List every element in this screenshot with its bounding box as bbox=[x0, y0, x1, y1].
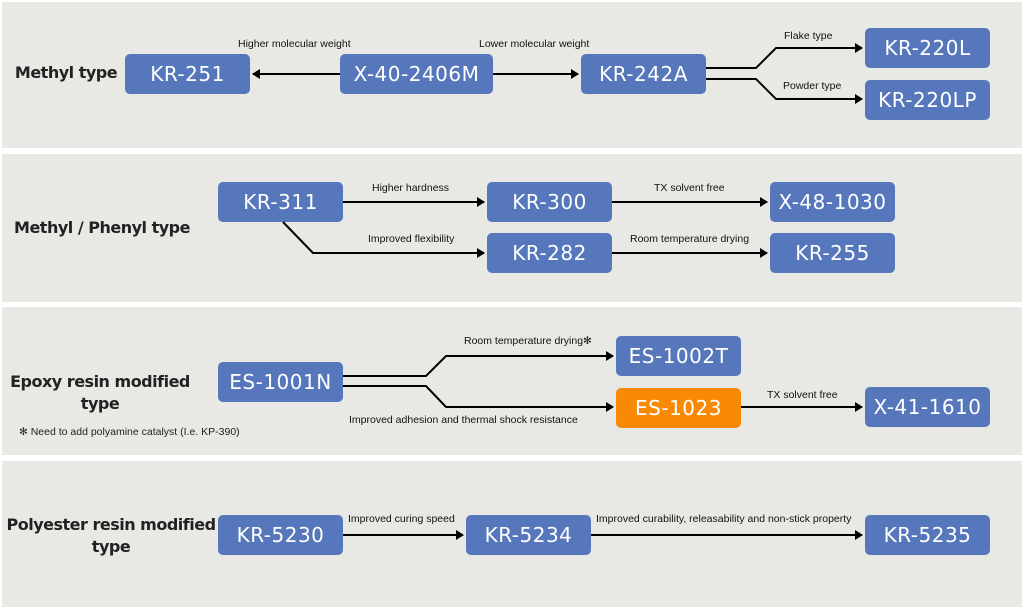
transition-label: TX solvent free bbox=[654, 182, 725, 194]
transition-label: Room temperature drying bbox=[630, 233, 750, 245]
transition-label: Lower molecular weight bbox=[479, 38, 590, 50]
section-methyl-phenyl bbox=[2, 154, 1022, 302]
product-box[interactable]: KR-251 bbox=[125, 54, 250, 94]
product-box[interactable]: KR-220L bbox=[865, 28, 990, 68]
transition-label: Powder type bbox=[783, 80, 842, 92]
transition-label: TX solvent free bbox=[767, 389, 838, 401]
product-box[interactable]: X-48-1030 bbox=[770, 182, 895, 222]
product-box[interactable]: KR-242A bbox=[581, 54, 706, 94]
product-box[interactable]: X-40-2406M bbox=[340, 54, 493, 94]
product-box[interactable]: ES-1002T bbox=[616, 336, 741, 376]
category-title: Methyl type bbox=[14, 63, 118, 82]
transition-label: Flake type bbox=[784, 30, 833, 42]
transition-label: Improved curability, releasability and n… bbox=[596, 513, 852, 525]
product-box[interactable]: KR-5234 bbox=[466, 515, 591, 555]
product-box[interactable]: X-41-1610 bbox=[865, 387, 990, 427]
product-box[interactable]: KR-5235 bbox=[865, 515, 990, 555]
product-box[interactable]: KR-220LP bbox=[865, 80, 990, 120]
category-title: Polyester resin modified type bbox=[6, 515, 216, 556]
transition-label: Improved curing speed bbox=[348, 513, 455, 525]
category-title: Epoxy resin modified type bbox=[10, 372, 190, 413]
product-box-highlighted[interactable]: ES-1023 bbox=[616, 388, 741, 428]
product-box[interactable]: KR-300 bbox=[487, 182, 612, 222]
category-title: Methyl / Phenyl type bbox=[14, 218, 190, 237]
product-box[interactable]: KR-5230 bbox=[218, 515, 343, 555]
transition-label: Higher hardness bbox=[372, 182, 450, 194]
footnote: ✻ Need to add polyamine catalyst (I.e. K… bbox=[19, 426, 240, 438]
product-box[interactable]: KR-282 bbox=[487, 233, 612, 273]
transition-label: Improved flexibility bbox=[368, 233, 455, 245]
transition-label: Improved adhesion and thermal shock resi… bbox=[349, 414, 578, 426]
product-box[interactable]: ES-1001N bbox=[218, 362, 343, 402]
product-box[interactable]: KR-311 bbox=[218, 182, 343, 222]
transition-label: Higher molecular weight bbox=[238, 38, 351, 50]
transition-label: Room temperature drying✻ bbox=[464, 335, 592, 347]
section-epoxy bbox=[2, 307, 1022, 455]
product-box[interactable]: KR-255 bbox=[770, 233, 895, 273]
